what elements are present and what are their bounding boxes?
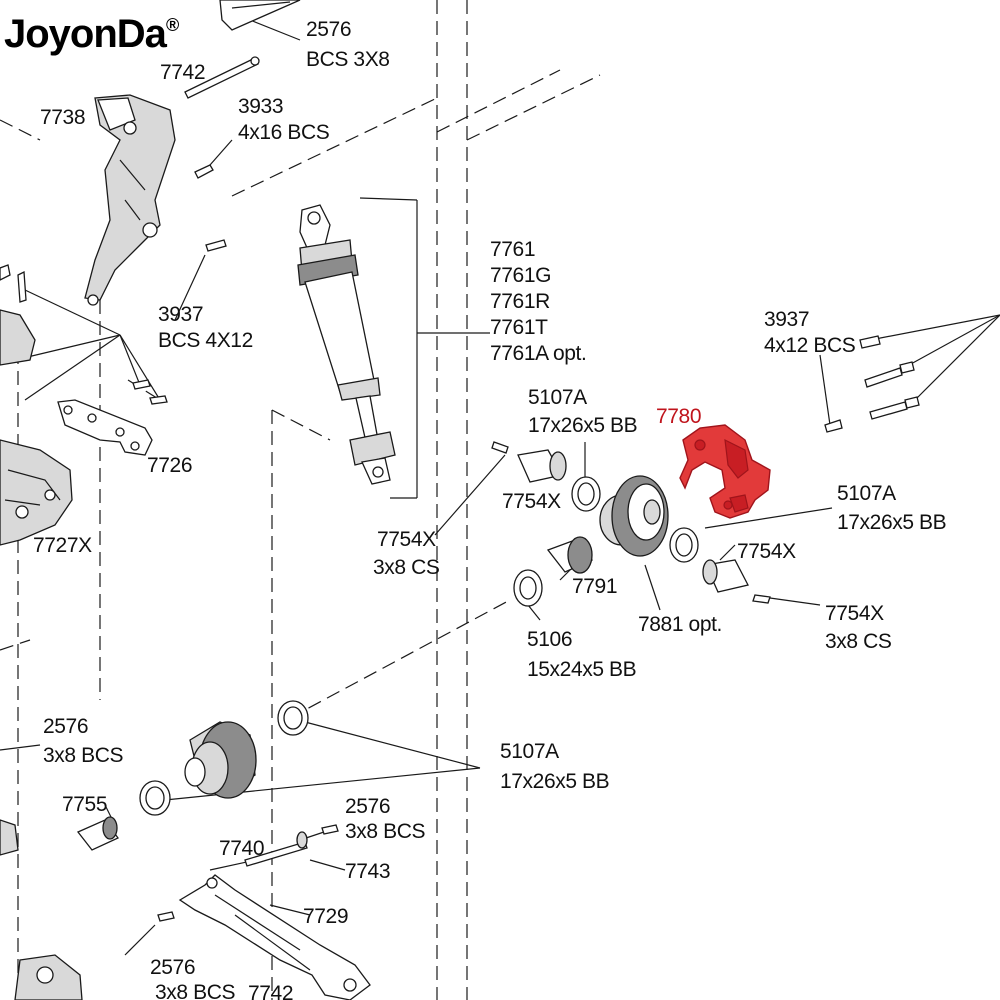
- label-2576-low-desc: 3x8 BCS: [345, 820, 425, 843]
- label-7754x-screw-left-num: 7754X: [377, 528, 436, 551]
- part-labels: 2576 BCS 3X8 7742 7738 3933 4x16 BCS 776…: [33, 18, 947, 1000]
- label-3937-left-num: 3937: [158, 303, 203, 326]
- label-5107a-right-desc: 17x26x5 BB: [837, 511, 946, 534]
- label-7761: 7761: [490, 238, 535, 261]
- label-3937-left-desc: BCS 4X12: [158, 329, 253, 352]
- label-7754x-screw-left-desc: 3x8 CS: [373, 556, 440, 579]
- upper-arm-part: [219, 0, 301, 31]
- plate-7726: [57, 399, 153, 456]
- brand-name: JoyonDa: [4, 12, 167, 56]
- label-7881: 7881 opt.: [638, 613, 722, 636]
- screws-left: [0, 164, 227, 405]
- label-7727x: 7727X: [33, 534, 92, 557]
- label-2576-top-num: 2576: [306, 18, 351, 41]
- chassis-7727x: [0, 309, 83, 1000]
- label-3933-desc: 4x16 BCS: [238, 121, 330, 144]
- label-2576-top-desc: BCS 3X8: [306, 48, 390, 71]
- label-7755: 7755: [62, 793, 107, 816]
- shock-tower-7738: [84, 94, 176, 306]
- registered-mark: ®: [165, 15, 179, 35]
- label-5107a-bottom-desc: 17x26x5 BB: [500, 770, 609, 793]
- leader-lines: [0, 19, 1000, 956]
- label-5107a-top-desc: 17x26x5 BB: [528, 414, 637, 437]
- label-5106-num: 5106: [527, 628, 572, 651]
- label-7740: 7740: [219, 837, 264, 860]
- label-3937-right-desc: 4x12 BCS: [764, 334, 856, 357]
- label-2576-mid-num: 2576: [43, 715, 88, 738]
- label-5106-desc: 15x24x5 BB: [527, 658, 636, 681]
- label-2576-low-num: 2576: [345, 795, 390, 818]
- label-7742-bottom: 7742: [248, 982, 293, 1000]
- spur-gear-assembly: [76, 700, 309, 851]
- label-2576-bottom-desc: 3x8 BCS: [155, 981, 235, 1000]
- label-7743: 7743: [345, 860, 390, 883]
- label-7729: 7729: [303, 905, 348, 928]
- label-5107a-top-num: 5107A: [528, 386, 587, 409]
- pin-7742-top: [184, 56, 260, 99]
- label-7761a: 7761A opt.: [490, 342, 586, 365]
- label-2576-mid-desc: 3x8 BCS: [43, 744, 123, 767]
- label-3937-right-num: 3937: [764, 308, 809, 331]
- label-7791: 7791: [572, 575, 617, 598]
- label-7761r: 7761R: [490, 290, 550, 313]
- label-7761g: 7761G: [490, 264, 551, 287]
- differential-assembly: [491, 441, 771, 607]
- label-7761t: 7761T: [490, 316, 548, 339]
- brand-logo: JoyonDa®: [4, 12, 179, 56]
- label-7742-top: 7742: [160, 61, 205, 84]
- screws-right-3937: [824, 335, 920, 433]
- label-2576-bottom-num: 2576: [150, 956, 195, 979]
- label-7754x-right: 7754X: [737, 540, 796, 563]
- label-3933-num: 3933: [238, 95, 283, 118]
- shock-absorber-7761: [297, 204, 396, 485]
- label-5107a-right-num: 5107A: [837, 482, 896, 505]
- label-7754x-left: 7754X: [502, 490, 561, 513]
- label-7754x-screw-right-num: 7754X: [825, 602, 884, 625]
- bulkhead-7780-highlighted: [679, 424, 771, 519]
- label-7780: 7780: [656, 405, 701, 428]
- label-7754x-screw-right-desc: 3x8 CS: [825, 630, 892, 653]
- lower-arm-7729: [157, 824, 371, 1000]
- label-7738: 7738: [40, 106, 85, 129]
- label-5107a-bottom-num: 5107A: [500, 740, 559, 763]
- label-7726: 7726: [147, 454, 192, 477]
